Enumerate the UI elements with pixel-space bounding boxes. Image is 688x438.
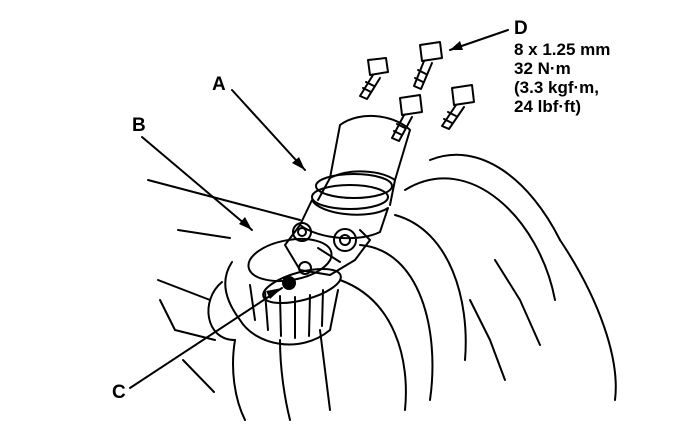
- clamp-bolt: [282, 276, 296, 290]
- steering-column-shaft: [299, 114, 411, 240]
- callout-b: B: [132, 115, 146, 136]
- universal-joint-yoke: [284, 222, 371, 276]
- bolt-3: [391, 94, 423, 142]
- torque-kgfm: (3.3 kgf·m,: [514, 78, 600, 97]
- bolt-4: [441, 84, 475, 130]
- bolt-2: [413, 41, 443, 90]
- torque-spec: 8 x 1.25 mm 32 N·m (3.3 kgf·m, 24 lbf·ft…: [514, 40, 610, 116]
- callout-c: C: [112, 382, 126, 403]
- steering-gearbox-boot: [207, 237, 342, 346]
- torque-nm: 32 N·m: [514, 59, 571, 78]
- leader-lines: [129, 29, 509, 389]
- callout-d: D: [514, 18, 528, 39]
- bolt-size: 8 x 1.25 mm: [514, 40, 611, 59]
- leader-arrowheads: [239, 41, 463, 299]
- bolt-1: [359, 57, 389, 100]
- torque-lbfft: 24 lbf·ft): [514, 97, 582, 116]
- vehicle-floor-outline: [147, 153, 617, 421]
- callout-a: A: [212, 74, 226, 95]
